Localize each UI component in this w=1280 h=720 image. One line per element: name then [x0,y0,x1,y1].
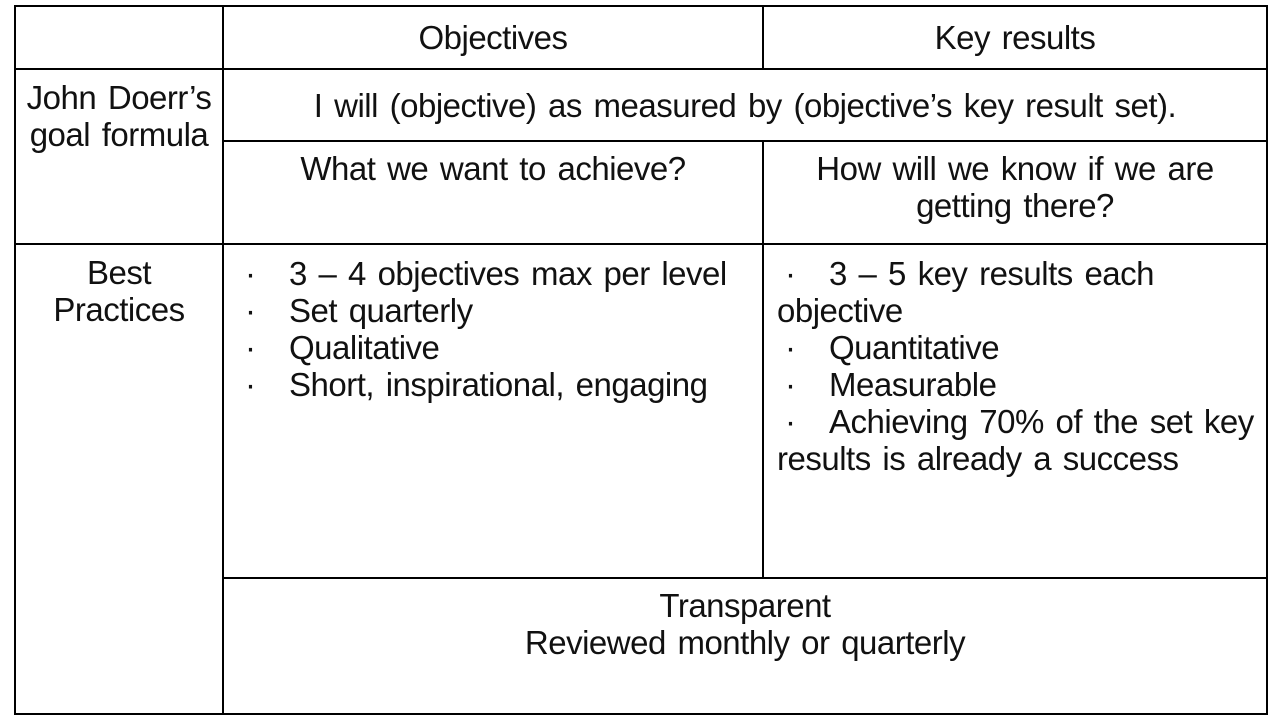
bullet-dot: · [245,329,256,366]
bullet-text: Achieving 70% of the set key [829,403,1254,440]
bullet-text: 3 – 5 key results each [829,255,1155,292]
bullet-text: Qualitative [289,329,440,366]
bullet-text: Short, inspirational, engaging [289,366,708,403]
text-line: getting there? [916,187,1114,224]
key-results-column-header: Key results [934,19,1096,56]
objectives-best-practices-cell: · 3 – 4 objectives max per level · Set quar… [222,243,764,579]
text-line: goal formula [29,116,209,153]
bullet-dot: · [245,292,256,329]
text-line: Best [86,254,152,291]
header-key-results-cell: Key results [762,5,1268,70]
text-line: How will we know if we are [816,150,1214,187]
bullet-item-line: · Measurable [777,366,1258,403]
bullet-dot: · [245,366,256,403]
questions-row: What we want to achieve? How will we kno… [15,140,1268,245]
header-row: Objectives Key results [14,5,1268,70]
bullet-wrap-line: results is already a success [777,440,1258,477]
goal-formula-sentence: I will (objective) as measured by (objec… [313,86,1177,124]
bullet-dot: · [785,403,796,440]
objectives-question-cell: What we want to achieve? [222,140,764,245]
text-line: John Doerr’s [26,79,212,116]
header-objectives-cell: Objectives [222,5,764,70]
bullet-text: Measurable [829,366,997,403]
objectives-bullet-list: · 3 – 4 objectives max per level · Set quar… [237,255,754,403]
objectives-column-header: Objectives [418,19,568,56]
bullet-item-line: · Quantitative [777,329,1258,366]
text-line: Reviewed monthly or quarterly [524,624,966,661]
bullet-item-line: · Set quarterly [237,292,754,329]
bullet-text: results is already a success [777,440,1179,477]
text-line: Practices [53,291,185,328]
bullet-wrap-line: objective [777,292,1258,329]
bullet-text: 3 – 4 objectives max per level [289,255,727,292]
text-line: Transparent [659,587,831,624]
goal-formula-sentence-cell: I will (objective) as measured by (objec… [222,68,1268,142]
bullet-item-line: · Achieving 70% of the set key [777,403,1258,440]
bullet-dot: · [785,366,796,403]
bullet-item-line: · 3 – 5 key results each [777,255,1258,292]
bullet-text: Set quarterly [289,292,473,329]
bullet-item-line: · Short, inspirational, engaging [237,366,754,403]
bullet-text: objective [777,292,903,329]
bullet-dot: · [785,255,796,292]
bullet-item-line: · Qualitative [237,329,754,366]
bullet-dot: · [245,255,256,292]
objectives-question: What we want to achieve? [300,150,686,187]
bullet-text: Quantitative [829,329,1000,366]
header-empty-cell [14,5,224,70]
bullet-dot: · [785,329,796,366]
bullet-item-line: · 3 – 4 objectives max per level [237,255,754,292]
